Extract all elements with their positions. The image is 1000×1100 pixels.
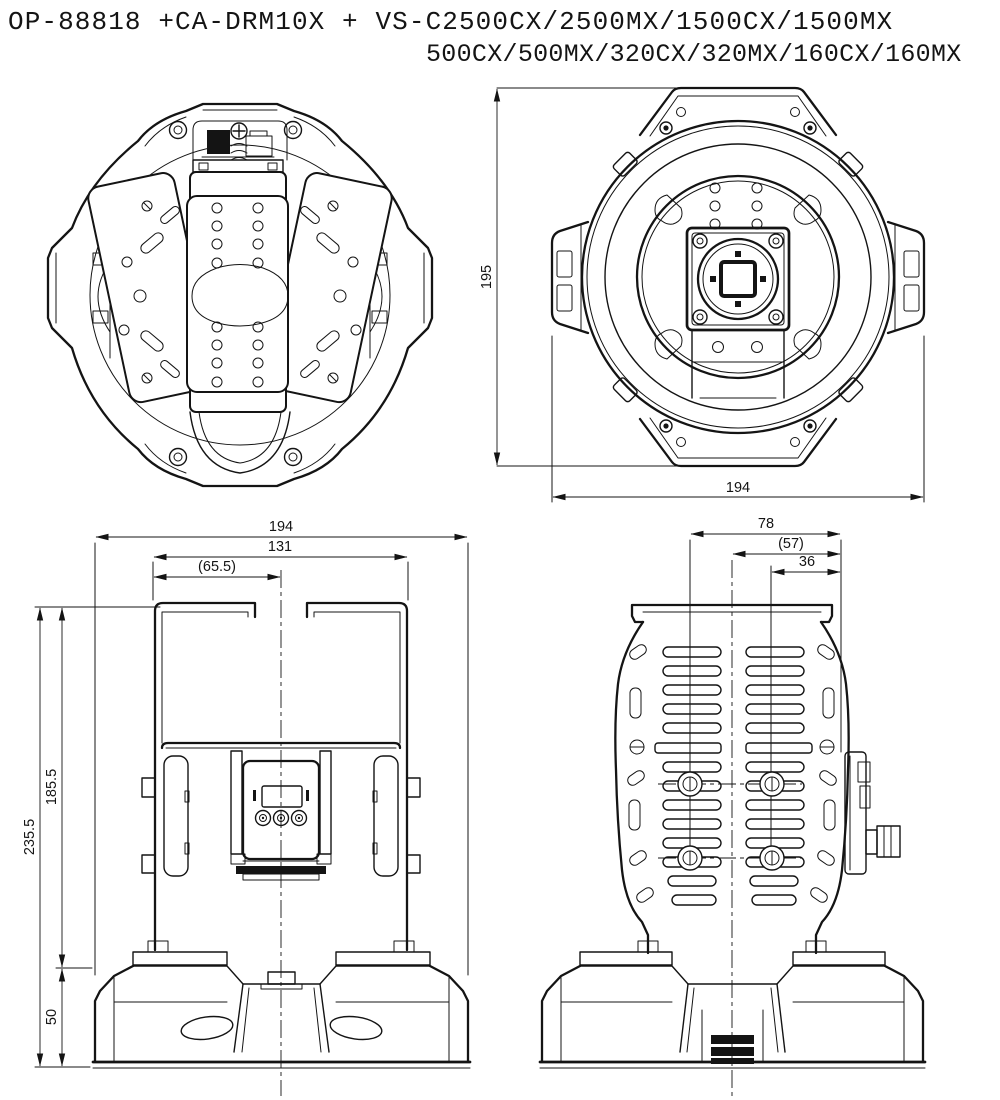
mount-plate-holes: [211, 202, 264, 388]
display-window: [261, 785, 303, 808]
dim-label-195: 195: [479, 265, 495, 289]
camera-block: [685, 226, 791, 332]
base-front: [91, 951, 472, 1069]
view-dome: 195 194: [479, 86, 926, 503]
dim-label-78: 78: [758, 516, 774, 532]
dim-label-194-dome: 194: [726, 480, 750, 496]
vent-slots: [654, 646, 813, 906]
dim-label-65-5: (65.5): [198, 559, 236, 575]
dim-label-194-front: 194: [269, 519, 293, 535]
corner-screws: [168, 120, 303, 467]
dim-side-center: (57): [732, 536, 841, 558]
title-line-2: 500CX/500MX/320CX/320MX/160CX/160MX: [426, 40, 962, 69]
dim-label-57: (57): [778, 536, 804, 552]
title-line-1: OP-88818 +CA-DRM10X + VS-C2500CX/2500MX/…: [8, 7, 894, 37]
dim-front-width: 194: [94, 519, 469, 976]
mount-screws: [658, 771, 802, 871]
dim-front-bracket-width: 131: [152, 539, 409, 601]
base-side: [538, 951, 927, 1069]
dim-label-185-5: 185.5: [44, 769, 60, 805]
lens: [696, 237, 780, 321]
dim-side-span: 78: [689, 516, 842, 869]
connector-ports: [254, 809, 308, 827]
camera-front: [241, 759, 321, 861]
dim-front-heights: 235.5 185.5 50: [22, 606, 161, 1068]
dim-dome-width: 194: [551, 335, 925, 503]
side-connector: [844, 751, 901, 875]
view-side: 78 (57) 36: [538, 516, 927, 1096]
dim-label-36: 36: [799, 554, 815, 570]
dim-label-131: 131: [268, 539, 292, 555]
dim-front-half-width: (65.5): [153, 559, 281, 581]
dim-dome-height: 195: [479, 87, 679, 467]
edge-ovals: [627, 644, 837, 903]
dim-side-offset: 36: [770, 554, 841, 869]
dim-label-50: 50: [44, 1009, 60, 1025]
view-top: [46, 102, 434, 488]
phillips-screw-icon: [230, 122, 248, 140]
mount-plate: [186, 195, 289, 393]
connector-block-top: [207, 130, 230, 154]
dim-label-235-5: 235.5: [22, 819, 38, 855]
view-front: 194 131 (65.5) 235.5 185.5 5: [22, 519, 472, 1096]
